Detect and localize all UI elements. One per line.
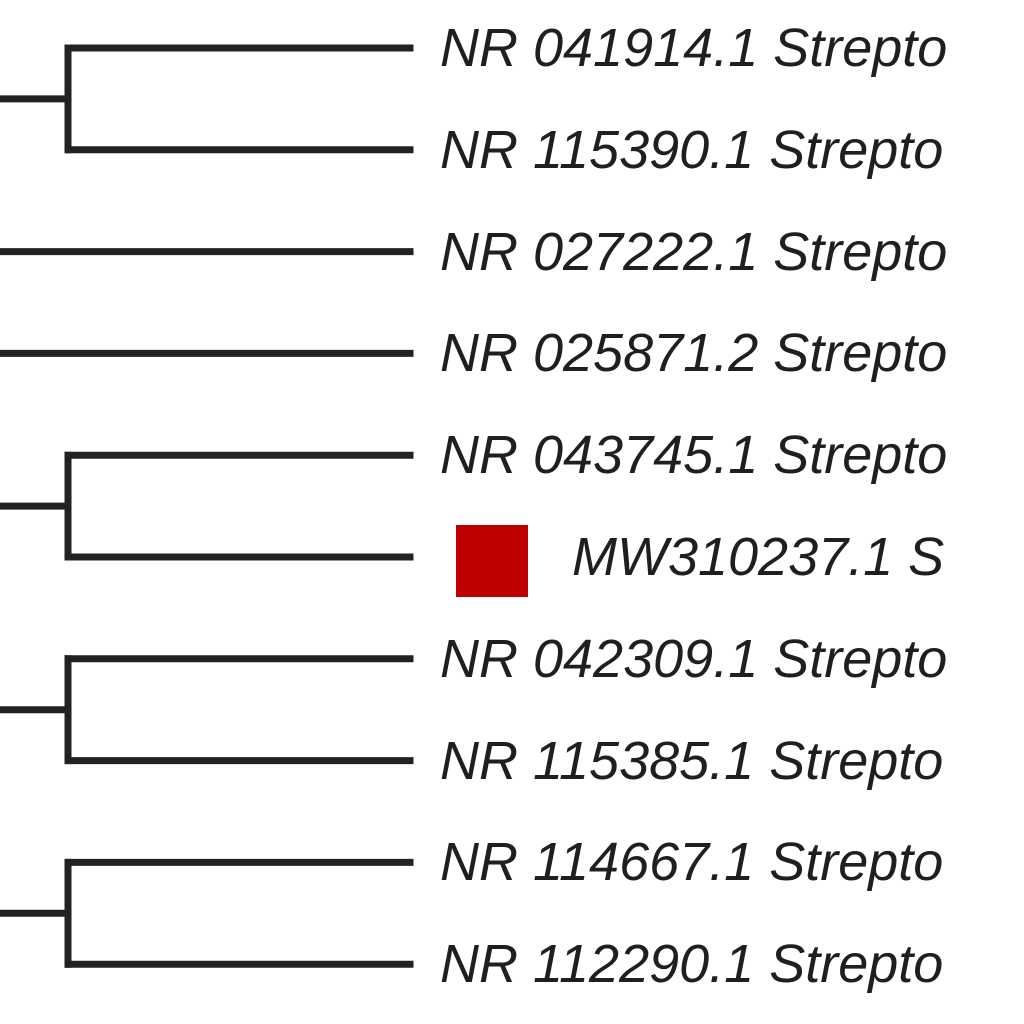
leaf-label: NR 042309.1 Strepto [440,628,948,689]
leaf-label: NR 115385.1 Strepto [440,730,944,791]
leaf-label: NR 112290.1 Strepto [440,934,944,995]
leaf-label: NR 025871.2 Strepto [440,323,948,384]
leaf-label: MW310237.1 S [572,527,945,587]
leaf-label: NR 041914.1 Strepto [440,18,948,78]
red-square-marker-icon [456,525,528,597]
leaf-label: NR 043745.1 Strepto [440,425,948,486]
leaf-label: NR 114667.1 Strepto [440,832,944,893]
leaf-label: NR 115390.1 Strepto [440,119,944,180]
leaf-label: NR 027222.1 Strepto [440,221,948,282]
